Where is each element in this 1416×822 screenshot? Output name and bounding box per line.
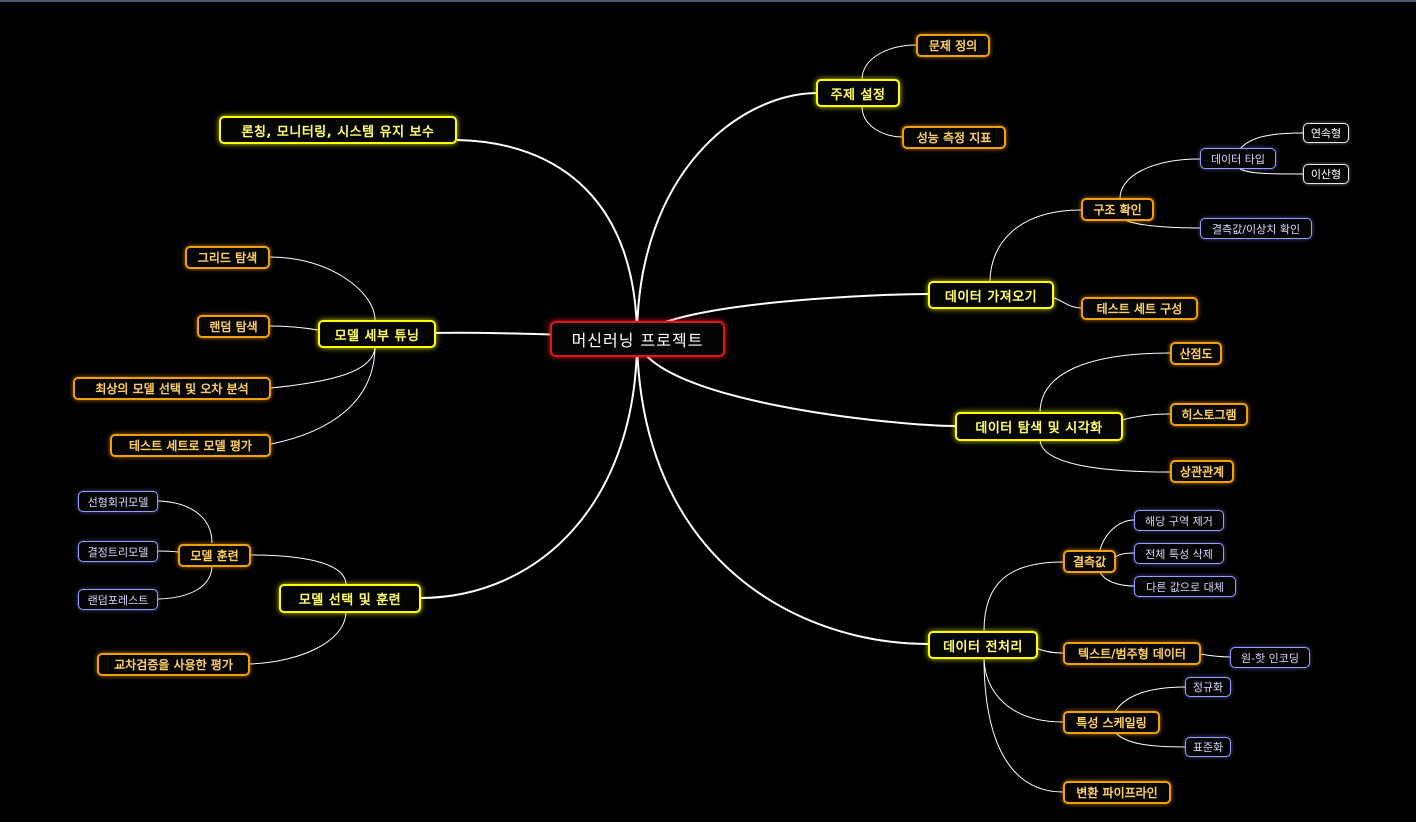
link-missing	[983, 561, 1064, 632]
rforest-node[interactable]: 랜덤포레스트	[78, 589, 158, 610]
test-set-node[interactable]: 테스트 세트 구성	[1081, 297, 1198, 320]
link-model-train	[250, 554, 347, 586]
remove-region-node[interactable]: 해당 구역 제거	[1134, 510, 1224, 531]
select-train-node[interactable]: 모델 선택 및 훈련	[279, 584, 421, 613]
link-eda	[636, 338, 956, 427]
normalize-node[interactable]: 정규화	[1185, 677, 1231, 697]
standardize-node[interactable]: 표준화	[1185, 737, 1231, 757]
dtree-node[interactable]: 결정트리모델	[78, 541, 158, 562]
link-remove-region	[1099, 519, 1135, 551]
topic-setting-node[interactable]: 주제 설정	[816, 79, 900, 107]
best-model-node[interactable]: 최상의 모델 선택 및 오차 분석	[73, 377, 271, 400]
root-node[interactable]: 머신러닝 프로젝트	[550, 321, 725, 357]
structure-node[interactable]: 구조 확인	[1081, 198, 1154, 221]
missing-node[interactable]: 결측값	[1063, 550, 1116, 573]
link-metric	[861, 105, 903, 138]
tuning-node[interactable]: 모델 세부 튜닝	[318, 320, 436, 348]
link-scaling	[983, 656, 1064, 723]
link-discrete	[1239, 168, 1304, 175]
link-pipeline	[983, 656, 1064, 793]
link-test-eval	[270, 345, 376, 445]
metric-node[interactable]: 성능 측정 지표	[902, 126, 1006, 149]
link-test-set	[1051, 296, 1082, 309]
link-one-hot	[1199, 653, 1231, 658]
link-select-train	[420, 338, 638, 599]
link-missing-check	[1124, 219, 1201, 229]
link-continuous	[1239, 132, 1304, 150]
link-normalize	[1114, 686, 1186, 713]
link-linreg	[157, 500, 213, 544]
scaling-node[interactable]: 특성 스케일링	[1063, 711, 1160, 734]
link-launch	[456, 139, 638, 340]
link-topic-setting	[636, 92, 819, 340]
link-remove-feature	[1114, 552, 1135, 558]
remove-feature-node[interactable]: 전체 특성 삭제	[1134, 543, 1224, 564]
scatter-node[interactable]: 산점도	[1170, 342, 1222, 365]
link-rforest	[157, 564, 213, 600]
replace-value-node[interactable]: 다른 값으로 대체	[1134, 576, 1236, 597]
histogram-node[interactable]: 히스토그램	[1170, 403, 1248, 426]
data-type-node[interactable]: 데이터 타입	[1200, 148, 1276, 169]
missing-check-node[interactable]: 결측값/이상치 확인	[1200, 218, 1312, 239]
link-structure	[989, 209, 1082, 283]
launch-node[interactable]: 론칭, 모니터링, 시스템 유지 보수	[219, 116, 457, 144]
link-cross-val	[249, 610, 347, 665]
pipeline-node[interactable]: 변환 파이프라인	[1063, 781, 1171, 804]
one-hot-node[interactable]: 원-핫 인코딩	[1230, 647, 1310, 668]
link-replace-value	[1099, 571, 1135, 587]
link-best-model	[270, 345, 376, 389]
link-dtree	[157, 550, 179, 553]
correlation-node[interactable]: 상관관계	[1170, 460, 1234, 483]
eda-node[interactable]: 데이터 탐색 및 시각화	[955, 412, 1123, 441]
problem-def-node[interactable]: 문제 정의	[916, 34, 990, 57]
link-grid	[269, 256, 376, 321]
continuous-node[interactable]: 연속형	[1303, 123, 1349, 143]
link-data-type	[1119, 158, 1201, 199]
link-text-cat	[1035, 647, 1064, 654]
link-histogram	[1121, 413, 1171, 421]
get-data-node[interactable]: 데이터 가져오기	[928, 281, 1054, 309]
linreg-node[interactable]: 선형회귀모델	[78, 491, 158, 512]
link-standardize	[1114, 731, 1186, 748]
link-correlation	[1039, 438, 1171, 473]
text-cat-node[interactable]: 텍스트/범주형 데이터	[1063, 642, 1201, 665]
link-random	[269, 325, 319, 331]
link-problem-def	[861, 44, 917, 81]
preprocess-node[interactable]: 데이터 전처리	[928, 631, 1038, 659]
link-preprocess	[636, 338, 929, 645]
grid-node[interactable]: 그리드 탐색	[185, 246, 270, 269]
cross-val-node[interactable]: 교차검증을 사용한 평가	[97, 653, 250, 676]
model-train-node[interactable]: 모델 훈련	[178, 544, 251, 567]
link-scatter	[1039, 352, 1171, 414]
test-eval-node[interactable]: 테스트 세트로 모델 평가	[110, 434, 271, 457]
discrete-node[interactable]: 이산형	[1303, 164, 1349, 184]
random-node[interactable]: 랜덤 탐색	[197, 315, 270, 338]
